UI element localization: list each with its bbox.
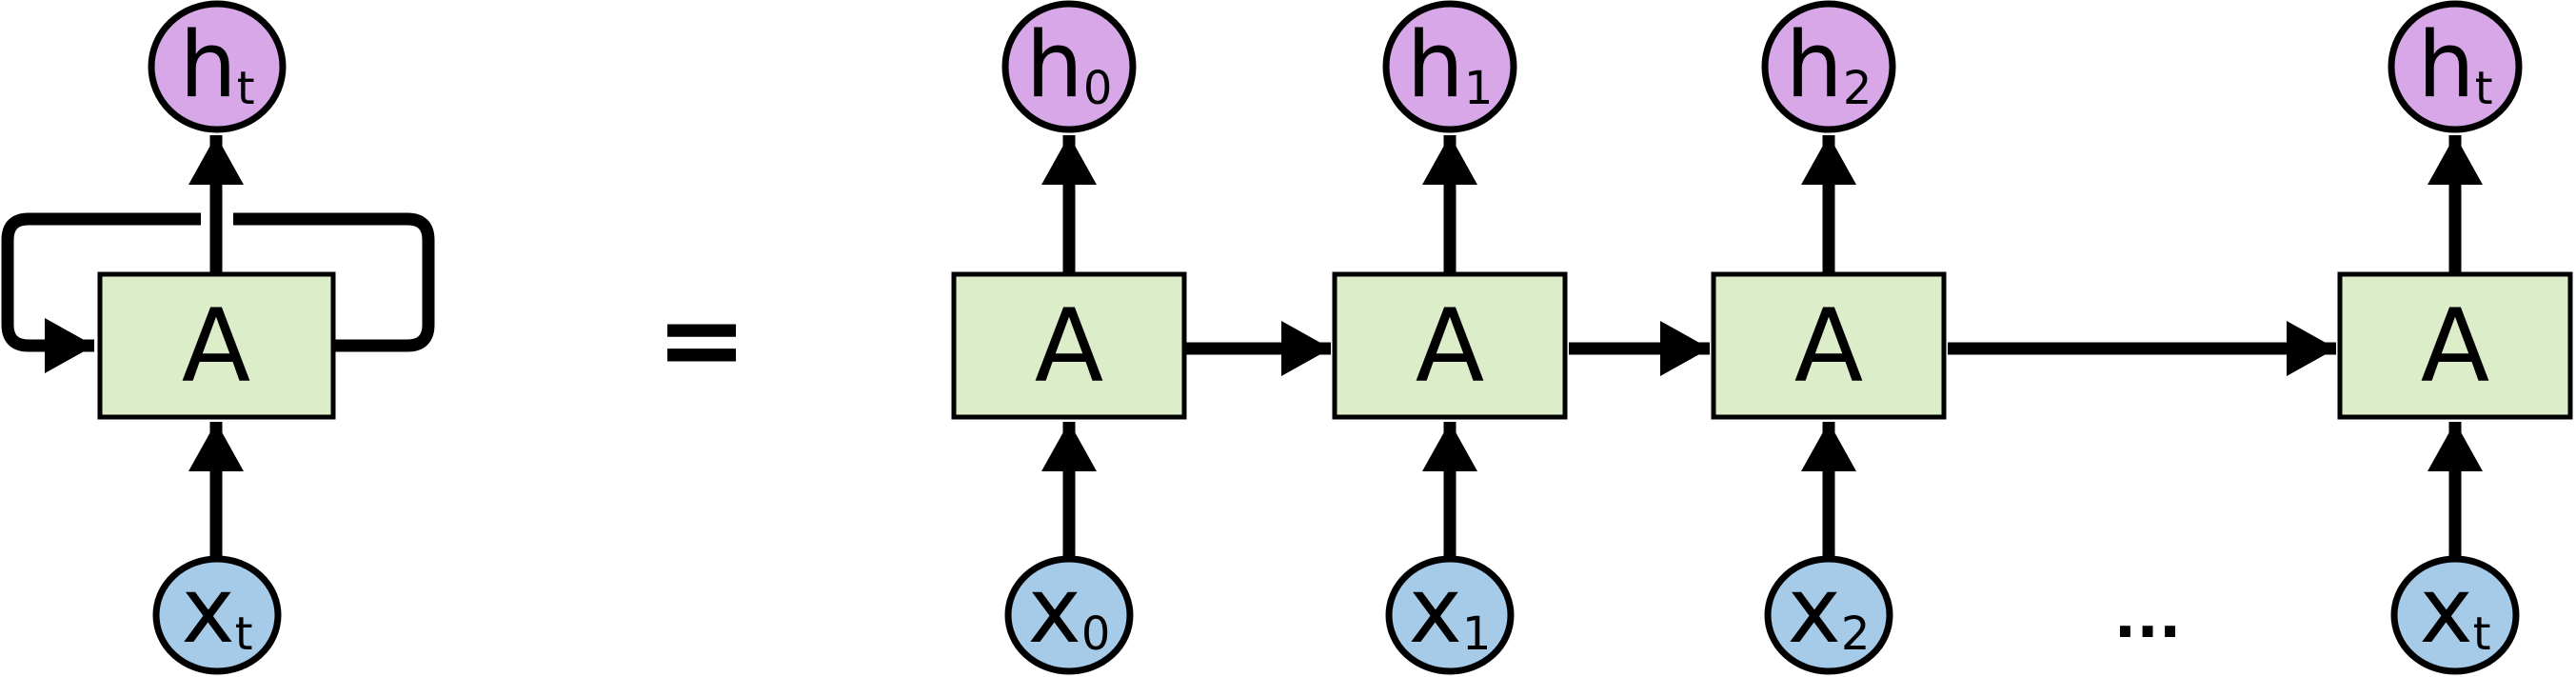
hidden-state-label: h0 — [1026, 13, 1113, 118]
input-label: x2 — [1788, 559, 1871, 664]
equals-sign: = — [656, 276, 747, 404]
cell-label: A — [1035, 288, 1104, 405]
recurrence-loop-arrow — [1, 212, 201, 373]
cell-box — [951, 271, 1187, 420]
input-node — [1385, 555, 1515, 675]
input-label-sub: t — [2473, 607, 2491, 661]
input-label: x1 — [1409, 559, 1492, 664]
cell-label: A — [182, 288, 251, 405]
input-label-sub: 2 — [1841, 607, 1871, 661]
cell-label: A — [1416, 288, 1485, 405]
hidden-state-label-sub: t — [2475, 62, 2493, 115]
hidden-state-label-sub: 0 — [1083, 62, 1113, 115]
hidden-state-label-main: h — [1026, 13, 1083, 118]
cell-box — [2337, 271, 2573, 420]
input-label-main: x — [1409, 559, 1462, 664]
hidden-state-label: h2 — [1786, 13, 1873, 118]
input-label-main: x — [1788, 559, 1841, 664]
hidden-state-label-main: h — [2417, 13, 2474, 118]
input-label-sub: t — [235, 607, 253, 661]
input-label-sub: 1 — [1462, 607, 1492, 661]
unrolled-cell-0: A h0 x0 — [951, 0, 1187, 675]
input-label-main: x — [2419, 559, 2472, 664]
hidden-state-label: ht — [179, 13, 254, 118]
hidden-state-label-main: h — [1407, 13, 1464, 118]
input-node — [1764, 555, 1893, 675]
hidden-state-label-main: h — [179, 13, 236, 118]
input-label: x0 — [1028, 559, 1111, 664]
input-node — [152, 555, 282, 675]
hidden-state-label-sub: 2 — [1843, 62, 1873, 115]
input-label-main: x — [1028, 559, 1081, 664]
hidden-state-label-main: h — [1786, 13, 1843, 118]
cell-label: A — [1794, 288, 1864, 405]
hidden-state-node — [1001, 0, 1137, 133]
input-node — [1004, 555, 1134, 675]
unrolled-cell-2: A h2 x2 — [1711, 0, 1947, 675]
hidden-state-node — [1382, 0, 1517, 133]
cell-box — [1332, 271, 1568, 420]
hidden-state-label: ht — [2417, 13, 2492, 118]
cell-box — [1711, 271, 1947, 420]
input-label: xt — [2419, 559, 2490, 664]
input-label-sub: 0 — [1081, 607, 1111, 661]
hidden-state-label: h1 — [1407, 13, 1494, 118]
hidden-state-node — [148, 0, 287, 133]
recurrence-loop-right — [233, 212, 435, 352]
input-label-main: x — [181, 559, 234, 664]
input-node — [2390, 555, 2520, 675]
hidden-state-label-sub: t — [237, 62, 255, 115]
ellipsis: ... — [2114, 582, 2182, 651]
unrolled-cell-t: A ht xt — [2337, 0, 2573, 675]
cell-box — [97, 271, 336, 420]
cell-label: A — [2421, 288, 2490, 405]
unrolled-cell-1: A h1 x1 — [1332, 0, 1568, 675]
input-label: xt — [181, 559, 252, 664]
rolled-rnn-cell: A ht xt — [1, 0, 435, 675]
hidden-state-node — [2388, 0, 2523, 133]
hidden-state-label-sub: 1 — [1464, 62, 1494, 115]
hidden-state-node — [1761, 0, 1896, 133]
